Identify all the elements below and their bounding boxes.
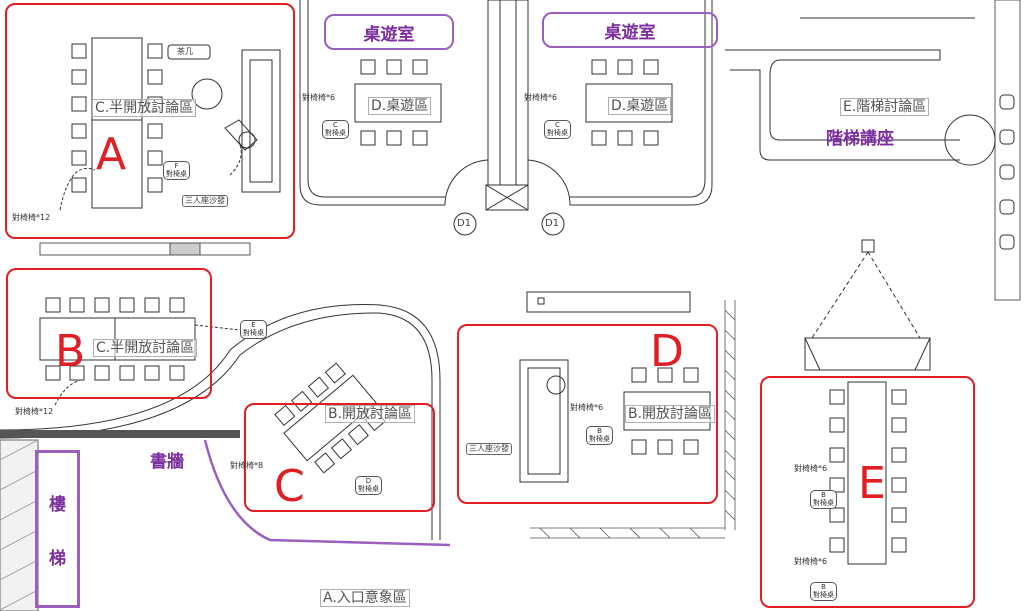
bookwall-line xyxy=(203,439,451,547)
tag-d-letter: D xyxy=(365,477,372,485)
boardgame-room-right-text: 桌遊室 xyxy=(604,22,656,43)
door-d1-left: D1 xyxy=(457,218,472,229)
zone-c-name: B.開放討論區 xyxy=(325,405,416,423)
stairs-char-1: 樓 xyxy=(49,494,66,515)
tag-c-bg1-letter: C xyxy=(333,121,338,129)
zone-d-letter: D xyxy=(650,326,684,377)
chairs-label-bg1: 對椅椅*6 xyxy=(302,93,336,102)
tag-f-text: 對椅桌 xyxy=(166,169,187,178)
chairs-label-bg2: 對椅椅*6 xyxy=(524,93,558,102)
sofa-a-label: 三人座沙發 xyxy=(182,195,228,207)
tag-c-bg2-text: 對椅桌 xyxy=(547,128,568,137)
zone-b-box[interactable] xyxy=(6,268,212,399)
lecture-label: 階梯講座 xyxy=(826,129,894,149)
sofa-a-shape xyxy=(241,49,281,193)
zone-b-chairs xyxy=(45,297,185,381)
boardgame-zone-1-name: D.桌遊區 xyxy=(368,97,432,115)
zone-c-letter: C xyxy=(274,461,305,512)
tag-d-text: 對椅桌 xyxy=(358,484,379,493)
zone-e-letter: E xyxy=(858,458,886,509)
tag-b-e2-text: 對椅桌 xyxy=(813,590,834,599)
door-d1-right: D1 xyxy=(545,218,560,229)
tag-c-bg2-letter: C xyxy=(555,121,560,129)
zone-d-name: B.開放討論區 xyxy=(625,405,716,423)
tea-table-shape xyxy=(191,78,223,110)
boardgame-room-right-label: 桌遊室 xyxy=(542,12,718,48)
zone-e-box[interactable] xyxy=(760,376,975,608)
chairs-label-e1: 對椅椅*6 xyxy=(794,464,828,473)
stairs-label: 樓 梯 xyxy=(35,450,80,608)
zone-d-box[interactable] xyxy=(457,324,718,504)
sofa-d-shape xyxy=(519,359,569,483)
door-d1-left-circle xyxy=(453,212,477,236)
zone-e-table xyxy=(847,381,887,565)
tag-c-bg1-text: 對椅桌 xyxy=(325,128,346,137)
boardgame-room-left-text: 桌遊室 xyxy=(363,24,415,45)
tag-b-e1-text: 對椅桌 xyxy=(813,498,834,507)
boardgame-zone-2-name: D.桌遊區 xyxy=(608,97,672,115)
bookwall-label: 書牆 xyxy=(150,452,184,472)
tea-table-label: 茶几 xyxy=(177,47,193,56)
zone-e-chairs xyxy=(829,389,907,553)
zone-b-name: C.半開放討論區 xyxy=(93,339,198,357)
tag-b-d-letter: B xyxy=(597,427,602,435)
zone-a-table xyxy=(91,37,143,209)
counter xyxy=(526,291,691,313)
tag-b-e2-letter: B xyxy=(821,583,826,591)
stairs-char-2: 梯 xyxy=(49,548,66,569)
tag-b-e1-letter: B xyxy=(821,491,826,499)
zone-a-name: C.半開放討論區 xyxy=(92,99,197,117)
boardgame-room-left-label: 桌遊室 xyxy=(324,14,454,50)
door-d1-right-circle xyxy=(541,212,565,236)
zone-a-box[interactable] xyxy=(5,3,295,239)
chairs-label-c: 對椅椅*8 xyxy=(230,461,264,470)
zone-e-name: E.階梯討論區 xyxy=(840,98,930,116)
tag-e-letter: E xyxy=(251,321,256,329)
chairs-label-b: 對椅椅*12 xyxy=(15,407,54,416)
sofa-d-label: 三人座沙發 xyxy=(466,443,512,455)
bg1-table xyxy=(354,83,442,123)
zone-b-letter: B xyxy=(55,326,86,377)
chairs-label-e2: 對椅椅*6 xyxy=(794,557,828,566)
zone-a-letter: A xyxy=(96,129,127,180)
chairs-label-d: 對椅椅*6 xyxy=(570,403,604,412)
tag-f-letter: F xyxy=(174,162,179,170)
chairs-label-a: 對椅椅*12 xyxy=(12,213,51,222)
bg2-table xyxy=(585,83,673,123)
zone-c-box[interactable] xyxy=(244,403,435,512)
tag-e-text: 對椅桌 xyxy=(243,328,264,337)
tag-b-d-text: 對椅桌 xyxy=(589,434,610,443)
entrance-zone-name: A.入口意象區 xyxy=(320,589,410,607)
